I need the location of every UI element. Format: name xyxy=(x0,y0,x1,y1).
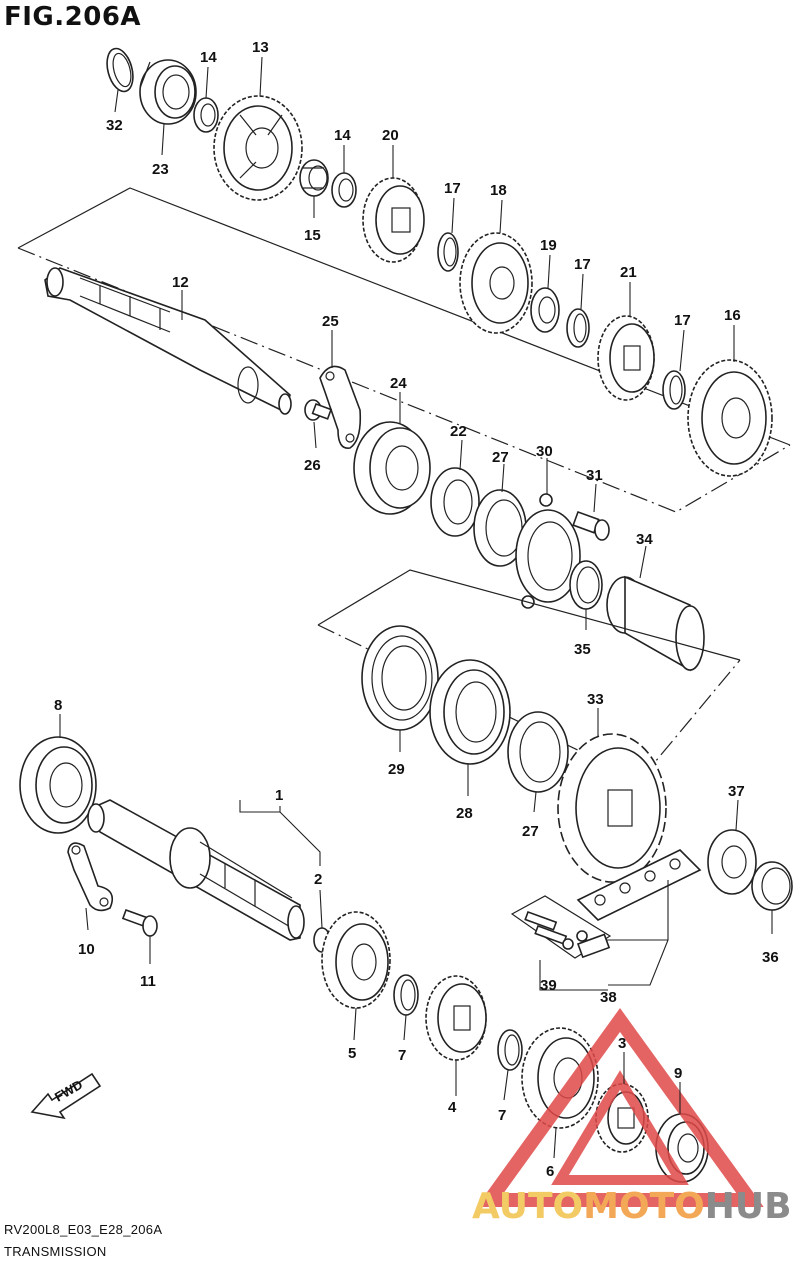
callout-38: 38 xyxy=(600,989,617,1006)
callout-20: 20 xyxy=(382,127,399,144)
driveshaft-assembly-frame xyxy=(317,569,741,781)
sprocket-33 xyxy=(557,733,667,883)
callout-34: 34 xyxy=(636,531,653,548)
callout-1: 1 xyxy=(275,787,283,804)
callout-3: 3 xyxy=(618,1035,626,1052)
callout-4: 4 xyxy=(448,1099,457,1116)
circlip-17-a xyxy=(437,232,459,272)
circlip-17-b xyxy=(566,308,590,348)
plate-30 xyxy=(515,493,581,609)
callout-7-a: 7 xyxy=(398,1047,406,1064)
circlip-7-b xyxy=(497,1029,523,1071)
circlip-17-c xyxy=(662,370,686,410)
drive-chain-38 xyxy=(576,849,702,986)
callout-17-c: 17 xyxy=(674,312,691,329)
washer-14-second xyxy=(331,172,357,208)
model-code-label: RV200L8_E03_E28_206A xyxy=(4,1222,163,1237)
callout-13: 13 xyxy=(252,39,269,56)
callout-9: 9 xyxy=(674,1065,682,1082)
gear-16 xyxy=(687,359,773,477)
screw-26 xyxy=(304,399,333,421)
watermark-text: AUTOMOTOHUB xyxy=(472,1186,792,1227)
gear-21 xyxy=(597,315,655,401)
callout-27-upper: 27 xyxy=(492,449,509,466)
section-label: TRANSMISSION xyxy=(4,1244,107,1259)
callout-29: 29 xyxy=(388,761,405,778)
callout-31: 31 xyxy=(586,467,603,484)
callout-18: 18 xyxy=(490,182,507,199)
washer-22 xyxy=(430,467,480,537)
circlip-7-a xyxy=(393,974,419,1016)
callout-17-b: 17 xyxy=(574,256,591,273)
oil-seal-29 xyxy=(361,625,439,731)
mainshaft-1 xyxy=(87,799,305,941)
figure-title: FIG.206A xyxy=(4,2,142,32)
gear-13 xyxy=(213,95,303,201)
callout-bracket-1-2 xyxy=(239,800,321,866)
callout-35: 35 xyxy=(574,641,591,658)
bearing-8 xyxy=(19,736,97,834)
callout-24: 24 xyxy=(390,375,407,392)
bearing-retainer-25 xyxy=(319,365,362,449)
callout-10: 10 xyxy=(78,941,95,958)
callout-2: 2 xyxy=(314,871,322,888)
needle-bearing-15 xyxy=(299,159,329,197)
countershaft-12 xyxy=(44,267,292,415)
callout-23: 23 xyxy=(152,161,169,178)
callout-27-lower: 27 xyxy=(522,823,539,840)
callout-14-second: 14 xyxy=(334,127,351,144)
callout-33: 33 xyxy=(587,691,604,708)
gear-6 xyxy=(521,1027,599,1129)
circlip-32 xyxy=(106,47,134,93)
bearing-28 xyxy=(429,659,511,765)
oil-seal-27-lower xyxy=(507,711,569,793)
bearing-24 xyxy=(353,421,431,515)
nut-36 xyxy=(751,861,793,911)
callout-26: 26 xyxy=(304,457,321,474)
callout-labels: 32 23 14 13 15 14 20 17 18 19 17 21 17 1… xyxy=(54,39,779,1180)
callout-25: 25 xyxy=(322,313,339,330)
spacer-34 xyxy=(606,575,705,672)
callout-12: 12 xyxy=(172,274,189,291)
callout-30: 30 xyxy=(536,443,553,460)
automotohub-watermark: AUTOMOTOHUB xyxy=(472,1008,792,1227)
gear-20 xyxy=(362,177,425,263)
callout-8: 8 xyxy=(54,697,62,714)
callout-37: 37 xyxy=(728,783,745,800)
washer-14-top xyxy=(193,97,219,133)
callout-21: 21 xyxy=(620,264,637,281)
callout-14-top: 14 xyxy=(200,49,217,66)
callout-7-b: 7 xyxy=(498,1107,506,1124)
gear-4 xyxy=(425,975,487,1061)
gear-5 xyxy=(321,911,391,1009)
bearing-retainer-10 xyxy=(67,842,114,912)
callout-16: 16 xyxy=(724,307,741,324)
screw-11 xyxy=(121,908,158,937)
callout-28: 28 xyxy=(456,805,473,822)
washer-19 xyxy=(530,287,560,333)
lock-washer-37 xyxy=(707,829,757,895)
callout-32: 32 xyxy=(106,117,123,134)
o-ring-35 xyxy=(569,560,603,610)
callout-22: 22 xyxy=(450,423,467,440)
gear-18 xyxy=(459,232,533,334)
bolt-31 xyxy=(572,510,610,541)
bearing-23 xyxy=(139,59,197,125)
fwd-direction-arrow: FWD xyxy=(30,1072,102,1120)
callout-11: 11 xyxy=(140,973,156,990)
callout-19: 19 xyxy=(540,237,557,254)
callout-5: 5 xyxy=(348,1045,356,1062)
chain-joint-39 xyxy=(510,895,612,991)
callout-15: 15 xyxy=(304,227,321,244)
callout-6: 6 xyxy=(546,1163,554,1180)
callout-36: 36 xyxy=(762,949,779,966)
callout-17-a: 17 xyxy=(444,180,461,197)
callout-39: 39 xyxy=(540,977,557,994)
